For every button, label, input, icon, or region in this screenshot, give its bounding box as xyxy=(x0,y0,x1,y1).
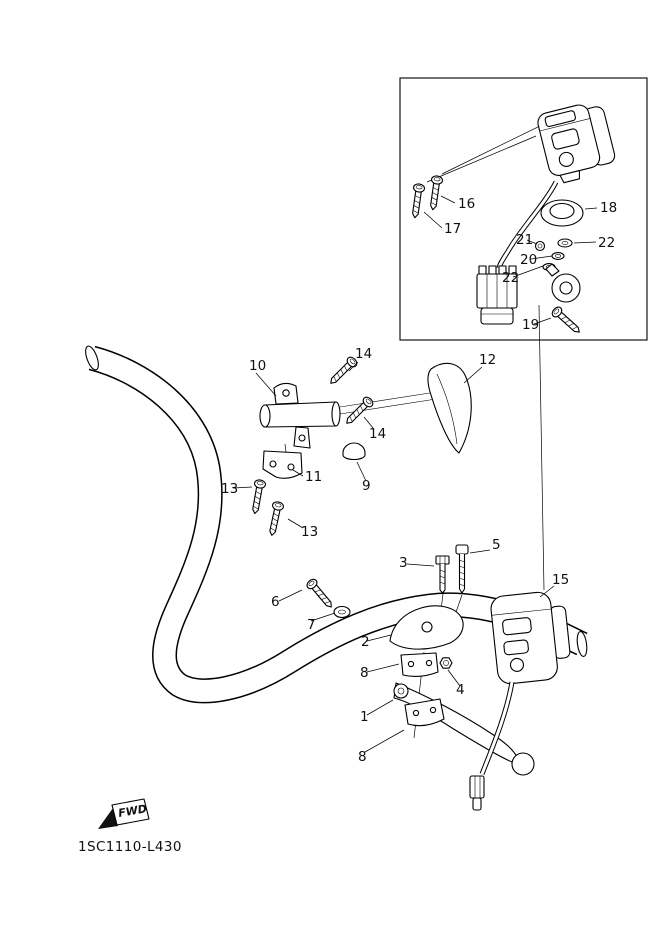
nut-21 xyxy=(534,240,546,252)
screw-19 xyxy=(549,304,584,337)
throttle-perch-10 xyxy=(259,382,453,449)
washer-22-upper xyxy=(557,238,573,248)
callout-11: 11 xyxy=(305,469,322,485)
callout-7: 7 xyxy=(307,617,316,633)
callout-labels: 16 17 18 21 22 20 22 19 10 14 12 14 11 9… xyxy=(221,196,617,765)
washer-20 xyxy=(551,252,565,260)
callout-2: 2 xyxy=(361,634,370,650)
inset-detail-box xyxy=(399,77,648,341)
callout-13-lower: 13 xyxy=(301,524,318,540)
callout-8-lower: 8 xyxy=(358,749,367,765)
callout-18: 18 xyxy=(600,200,617,216)
handlebar-switch-15 xyxy=(469,591,571,811)
screw-3 xyxy=(435,555,450,611)
callout-15: 15 xyxy=(552,572,569,588)
callout-10: 10 xyxy=(249,358,266,374)
inset-wire-connector xyxy=(476,265,518,325)
callout-19: 19 xyxy=(522,317,539,333)
screw-13-lower xyxy=(265,500,285,538)
callout-3: 3 xyxy=(399,555,408,571)
fwd-label: FWD xyxy=(117,802,148,820)
callout-14-upper: 14 xyxy=(355,346,372,362)
screw-14-lower xyxy=(342,394,376,428)
callout-14-lower: 14 xyxy=(369,426,386,442)
inset-switch-unit xyxy=(537,104,616,184)
callout-5: 5 xyxy=(492,537,501,553)
screw-17 xyxy=(408,182,426,220)
callout-13-upper: 13 xyxy=(221,481,238,497)
inset-switch-wire xyxy=(496,180,559,269)
callout-8-upper: 8 xyxy=(360,665,369,681)
callout-20: 20 xyxy=(520,252,537,268)
switch-wire-connector xyxy=(469,775,485,811)
callout-17: 17 xyxy=(444,221,461,237)
callout-9: 9 xyxy=(362,478,371,494)
callout-4: 4 xyxy=(456,682,465,698)
bracket-11 xyxy=(262,443,303,479)
callout-16: 16 xyxy=(458,196,475,212)
fwd-arrow-icon xyxy=(98,808,118,829)
handlebar-right-end xyxy=(576,631,588,657)
drawing-part-number: 1SC1110-L430 xyxy=(78,839,182,855)
clamp-8-upper xyxy=(400,652,439,678)
flasher-unit xyxy=(545,263,581,303)
callout-1: 1 xyxy=(360,709,369,725)
nut-4 xyxy=(439,657,453,669)
callout-leader-lines xyxy=(232,195,598,753)
screw-14-upper xyxy=(326,354,360,388)
fwd-marker: FWD xyxy=(98,798,150,829)
washer-7 xyxy=(333,605,351,619)
callout-6: 6 xyxy=(271,594,280,610)
callout-12: 12 xyxy=(479,352,496,368)
adjuster-screw-6 xyxy=(304,576,337,612)
cap-9 xyxy=(342,442,366,461)
ring-18 xyxy=(540,199,584,227)
callout-22-upper: 22 xyxy=(598,235,615,251)
handlebar-left-end xyxy=(85,345,99,371)
lever-holder-2 xyxy=(389,605,464,650)
callout-22-lower: 22 xyxy=(502,270,519,286)
screw-5 xyxy=(455,544,469,613)
lever-12 xyxy=(427,362,472,454)
inset-reference-line xyxy=(538,304,545,591)
clamp-8-lower xyxy=(404,698,445,727)
screw-13-upper xyxy=(248,478,267,516)
callout-21: 21 xyxy=(516,232,533,248)
